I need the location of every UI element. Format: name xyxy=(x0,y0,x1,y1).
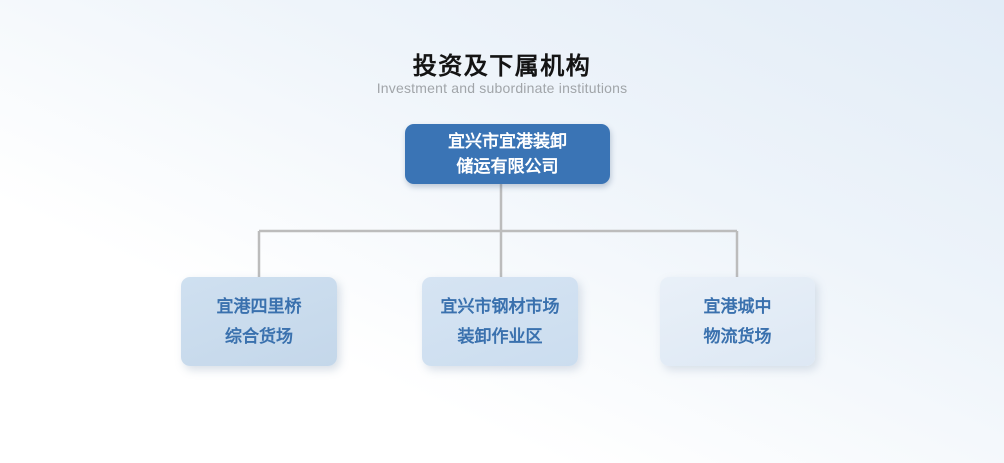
org-node-child-line: 宜港城中 xyxy=(703,296,772,316)
org-node-root: 宜兴市宜港装卸 储运有限公司 xyxy=(405,124,610,184)
org-node-chengzhong-logistics: 宜港城中 物流货场 xyxy=(660,277,815,366)
org-node-steel-market-area: 宜兴市钢材市场 装卸作业区 xyxy=(422,277,578,366)
org-node-child-line: 宜港四里桥 xyxy=(216,296,302,316)
org-node-root-line2: 储运有限公司 xyxy=(456,157,559,176)
page-subtitle: Investment and subordinate institutions xyxy=(376,80,628,96)
org-node-child-line: 宜兴市钢材市场 xyxy=(440,296,560,316)
org-node-silqiao-yard: 宜港四里桥 综合货场 xyxy=(181,277,337,366)
page-title: 投资及下属机构 xyxy=(412,53,592,80)
org-node-child-line: 物流货场 xyxy=(703,326,772,346)
org-node-root-line1: 宜兴市宜港装卸 xyxy=(448,132,567,151)
org-node-child-line: 综合货场 xyxy=(225,326,293,346)
org-node-child-line: 装卸作业区 xyxy=(457,326,543,346)
